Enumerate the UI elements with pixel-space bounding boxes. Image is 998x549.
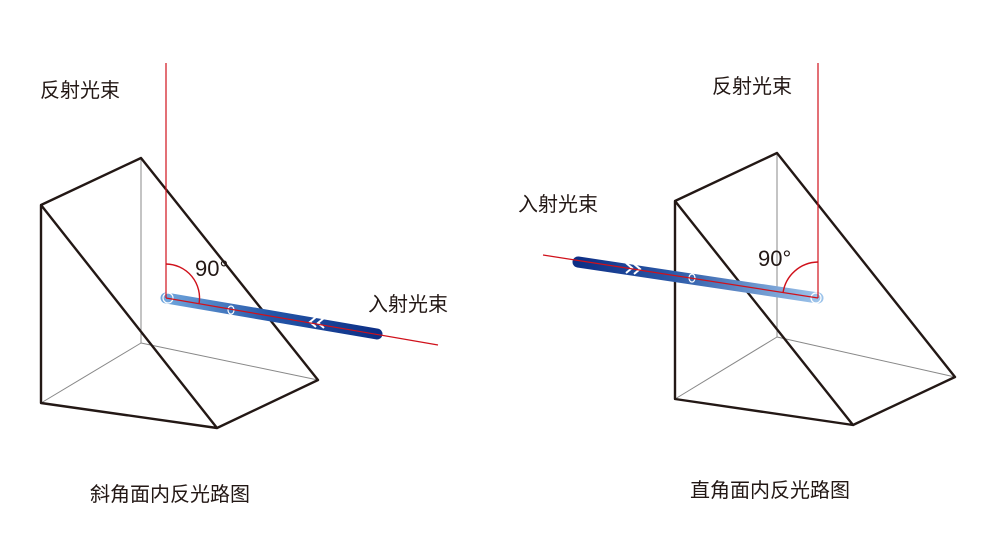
angle-label: 90° [758,246,792,271]
incident-ray [165,297,439,346]
arrow-left-icon [316,317,325,329]
right-caption: 直角面内反光路图 [690,478,850,502]
visible-edges [673,151,957,427]
hidden-edges [40,158,319,404]
right-prism [673,151,957,427]
visible-edges [39,156,320,430]
arrow-right-icon [633,263,642,275]
incident-ray [542,254,819,299]
angle-arc [165,263,201,305]
hidden-edges [674,153,956,400]
incident-beam-label: 入射光束 [518,192,598,216]
arrow-left-icon [308,316,317,328]
incident-beam-label: 入射光束 [368,292,448,316]
angle-arc [782,261,819,294]
left-caption: 斜角面内反光路图 [90,482,250,506]
reflected-beam-label: 反射光束 [40,78,120,102]
angle-label: 90° [195,256,229,281]
left-prism [39,156,320,430]
right-beam [542,63,825,304]
arrow-right-icon [625,262,634,274]
left-beam [159,63,439,346]
reflected-beam-label: 反射光束 [712,74,792,98]
